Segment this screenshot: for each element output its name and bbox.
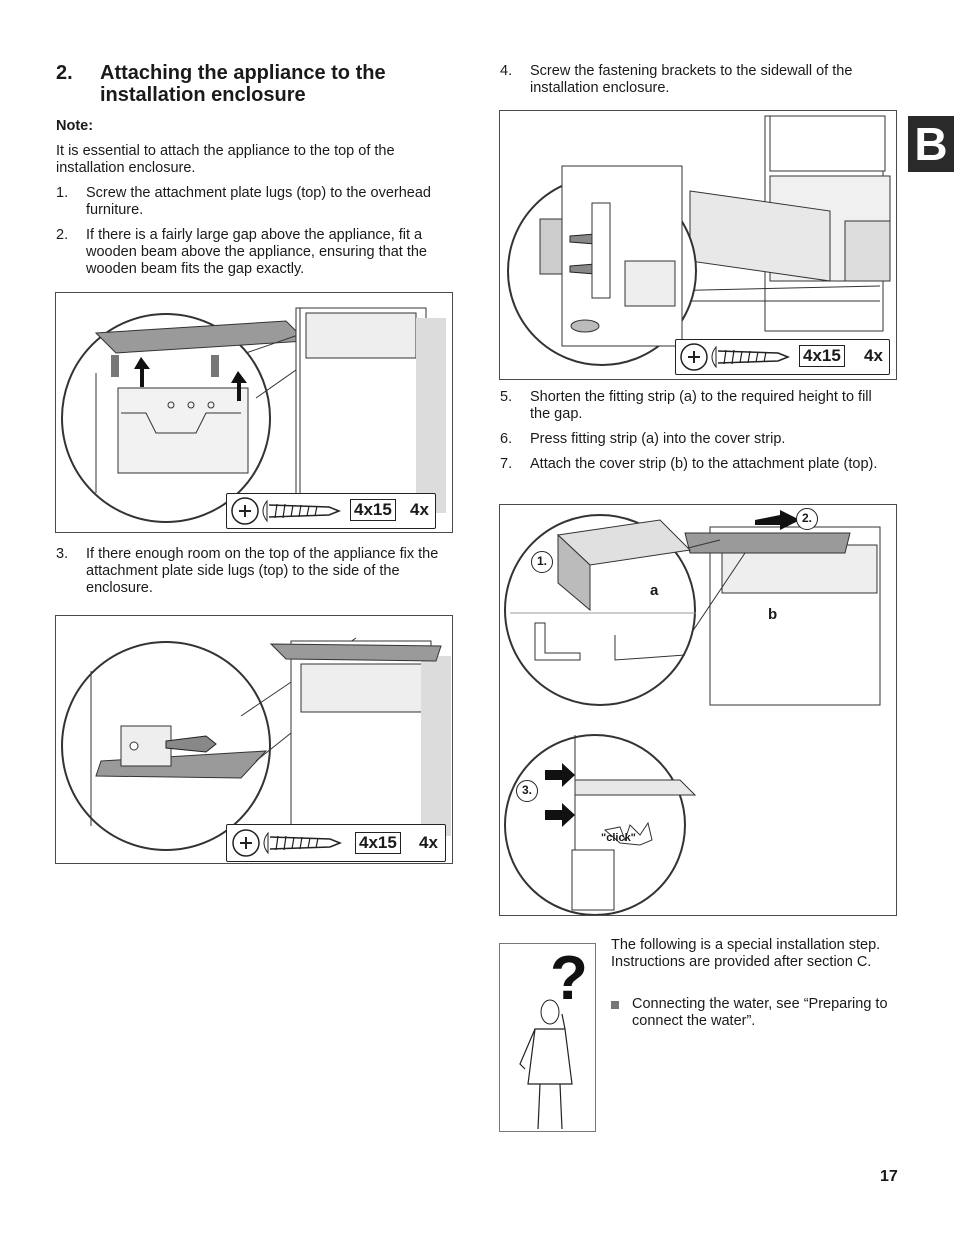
label-a: a [650,582,659,599]
note-text: It is essential to attach the appliance … [56,143,395,176]
screw-qty-label: 4x [864,346,883,365]
step-5: 5. Shorten the fitting strip (a) to the … [500,389,895,423]
step-text: Screw the attachment plate lugs (top) to… [86,185,431,218]
figure-fastening-brackets: 4x15 4x [499,110,897,380]
step-number: 1. [56,185,69,201]
section-number: 2. [56,62,73,84]
screw-size-label: 4x15 [350,499,396,521]
section-title-text: Attaching the appliance to the installat… [100,62,386,106]
screw-icon [231,497,342,525]
question-figure: ? [499,943,596,1132]
special-bullet: Connecting the water, see “Preparing to … [611,996,899,1030]
step-marker-1: 1. [531,551,553,573]
step-marker-3: 3. [516,780,538,802]
screw-qty-label: 4x [410,500,429,519]
step-marker-2: 2. [796,508,818,530]
section-title: 2. Attaching the appliance to the instal… [56,62,456,106]
click-label: "click" [601,832,636,844]
step-7: 7. Attach the cover strip (b) to the att… [500,456,895,473]
step-number: 5. [500,389,513,405]
svg-text:?: ? [550,944,588,1013]
screw-icon [232,829,343,857]
screw-size-label: 4x15 [799,345,845,367]
screw-qty-label: 4x [419,833,438,852]
label-b: b [768,606,778,623]
step-6: 6. Press fitting strip (a) into the cove… [500,431,895,448]
screw-spec-box: 4x15 4x [226,824,446,862]
figure-3-illustration [507,115,891,366]
step-number: 6. [500,431,513,447]
note-label: Note: [56,118,94,134]
section-tab: B [908,116,954,172]
step-text: Press fitting strip (a) into the cover s… [530,431,786,447]
step-text: If there enough room on the top of the a… [86,546,439,596]
figure-attachment-plate-top: 4x15 4x [55,292,453,533]
step-number: 3. [56,546,69,562]
figure-2-illustration [61,637,451,851]
figure-cover-strip: 2. 1. 3. a b "click" [499,504,897,916]
step-text: If there is a fairly large gap above the… [86,227,427,277]
figure-1-illustration [61,307,446,523]
bullet-icon [611,1001,619,1009]
special-bullet-text: Connecting the water, see “Preparing to … [632,996,888,1029]
step-number: 4. [500,63,513,79]
page-number: 17 [880,1168,898,1185]
screw-spec-box: 4x15 4x [675,339,890,375]
screw-spec-box: 4x15 4x [226,493,436,529]
step-number: 7. [500,456,513,472]
step-2: 2. If there is a fairly large gap above … [56,227,446,278]
step-4: 4. Screw the fastening brackets to the s… [500,63,895,97]
question-person-icon: ? [519,944,588,1130]
screw-size-label: 4x15 [355,832,401,854]
step-1: 1. Screw the attachment plate lugs (top)… [56,185,436,219]
special-step-text: The following is a special installation … [611,937,881,970]
screw-icon [680,343,791,371]
step-3: 3. If there enough room on the top of th… [56,546,454,597]
figure-4-illustration [504,510,881,915]
step-text: Attach the cover strip (b) to the attach… [530,456,878,472]
figure-attachment-plate-side: 4x15 4x [55,615,453,864]
step-text: Screw the fastening brackets to the side… [530,63,853,96]
step-number: 2. [56,227,69,243]
step-text: Shorten the fitting strip (a) to the req… [530,389,872,422]
